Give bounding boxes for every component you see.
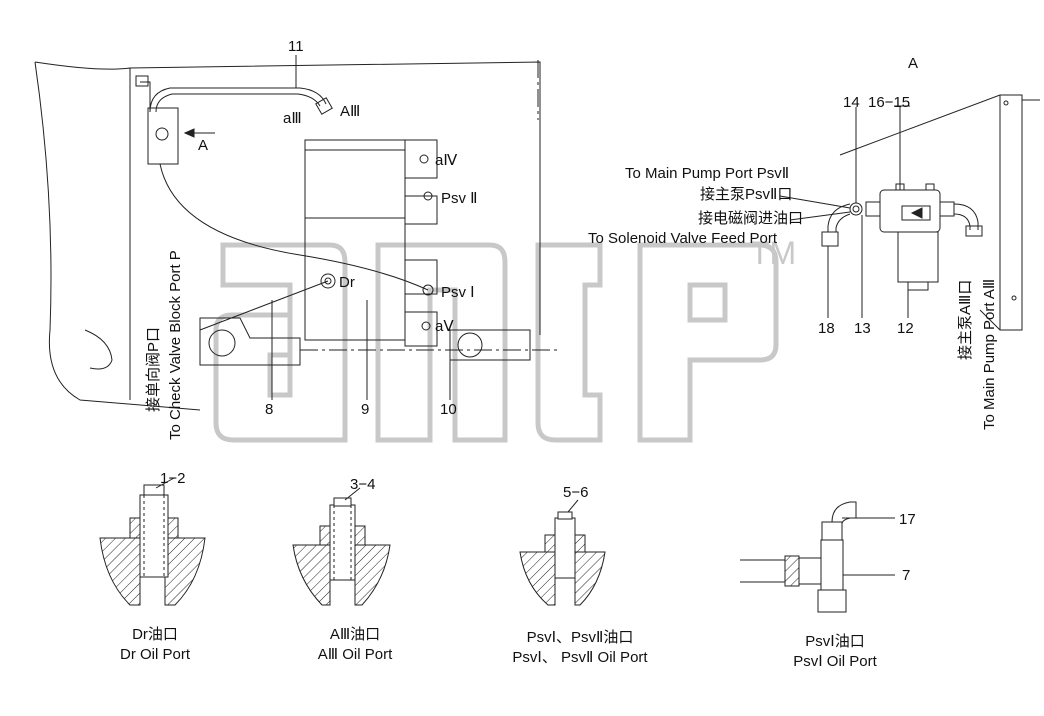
part-number-13: 13 <box>854 320 871 337</box>
port-label-dr: Dr <box>339 274 355 291</box>
part-number-14: 14 <box>843 94 860 111</box>
part-number-16-15: 16−15 <box>868 94 911 111</box>
part-number-12: 12 <box>897 320 914 337</box>
port-label-a3-lower: aⅢ <box>283 110 302 127</box>
part-number-10: 10 <box>440 401 457 418</box>
callout-main-pump-a3-en: To Main Pump Port AⅢ <box>981 278 998 430</box>
port-label-a4: aⅣ <box>435 152 458 169</box>
port-label-a5: aⅤ <box>435 318 454 335</box>
callout-check-valve-en: To Check Valve Block Port P <box>167 250 184 440</box>
callout-main-pump-psv2-cn: 接主泵PsvⅡ口 <box>700 186 793 203</box>
part-number-3-4: 3−4 <box>350 476 376 493</box>
detail-caption-psv1-en: PsvⅠ Oil Port <box>793 653 877 670</box>
detail-caption-psv1-cn: PsvⅠ油口 <box>805 633 865 650</box>
part-number-18: 18 <box>818 320 835 337</box>
callout-solenoid-cn: 接电磁阀进油口 <box>698 210 804 227</box>
view-a-assembly <box>779 94 1040 331</box>
part-number-11: 11 <box>288 38 304 55</box>
detail-caption-dr: Dr油口 Dr Oil Port <box>85 625 225 665</box>
detail-caption-psv-en: PsvⅠ、 PsvⅡ Oil Port <box>512 649 648 666</box>
part-number-1-2: 1−2 <box>160 470 186 487</box>
port-label-psv2: Psv Ⅱ <box>441 190 478 207</box>
detail-caption-dr-en: Dr Oil Port <box>119 646 190 663</box>
detail-dr-port <box>99 477 206 606</box>
view-label-a: A <box>908 55 919 72</box>
callout-main-pump-a3-cn: 接主泵AⅢ口 <box>957 279 974 360</box>
detail-caption-psv: PsvⅠ、PsvⅡ油口 PsvⅠ、 PsvⅡ Oil Port <box>480 628 680 668</box>
port-label-psv1: Psv Ⅰ <box>441 284 475 301</box>
part-number-8: 8 <box>265 401 274 418</box>
part-number-17: 17 <box>899 511 916 528</box>
part-number-9: 9 <box>361 401 370 418</box>
part-number-7: 7 <box>902 567 911 584</box>
detail-a3-port <box>292 487 391 606</box>
detail-caption-a3-en: AⅢ Oil Port <box>317 646 393 663</box>
watermark-tm: TM <box>750 235 796 271</box>
detail-caption-a3: AⅢ油口 AⅢ Oil Port <box>285 625 425 665</box>
part-number-5-6: 5−6 <box>563 484 589 501</box>
detail-caption-a3-cn: AⅢ油口 <box>329 626 381 643</box>
callout-solenoid-en: To Solenoid Valve Feed Port <box>588 230 778 247</box>
detail-caption-psv1: PsvⅠ油口 PsvⅠ Oil Port <box>765 632 905 672</box>
main-assembly <box>34 55 560 411</box>
port-label-a3-upper: AⅢ <box>340 103 361 120</box>
detail-caption-dr-cn: Dr油口 <box>132 626 178 643</box>
detail-caption-psv-cn: PsvⅠ、PsvⅡ油口 <box>526 629 634 646</box>
detail-psv-ports <box>519 499 606 606</box>
callout-check-valve-cn: 接单向阀P口 <box>145 326 162 412</box>
detail-psv1-tee <box>740 501 895 613</box>
watermark-logo <box>213 242 779 443</box>
callout-main-pump-psv2-en: To Main Pump Port PsvⅡ <box>625 165 790 182</box>
arrow-label-a: A <box>198 137 209 154</box>
